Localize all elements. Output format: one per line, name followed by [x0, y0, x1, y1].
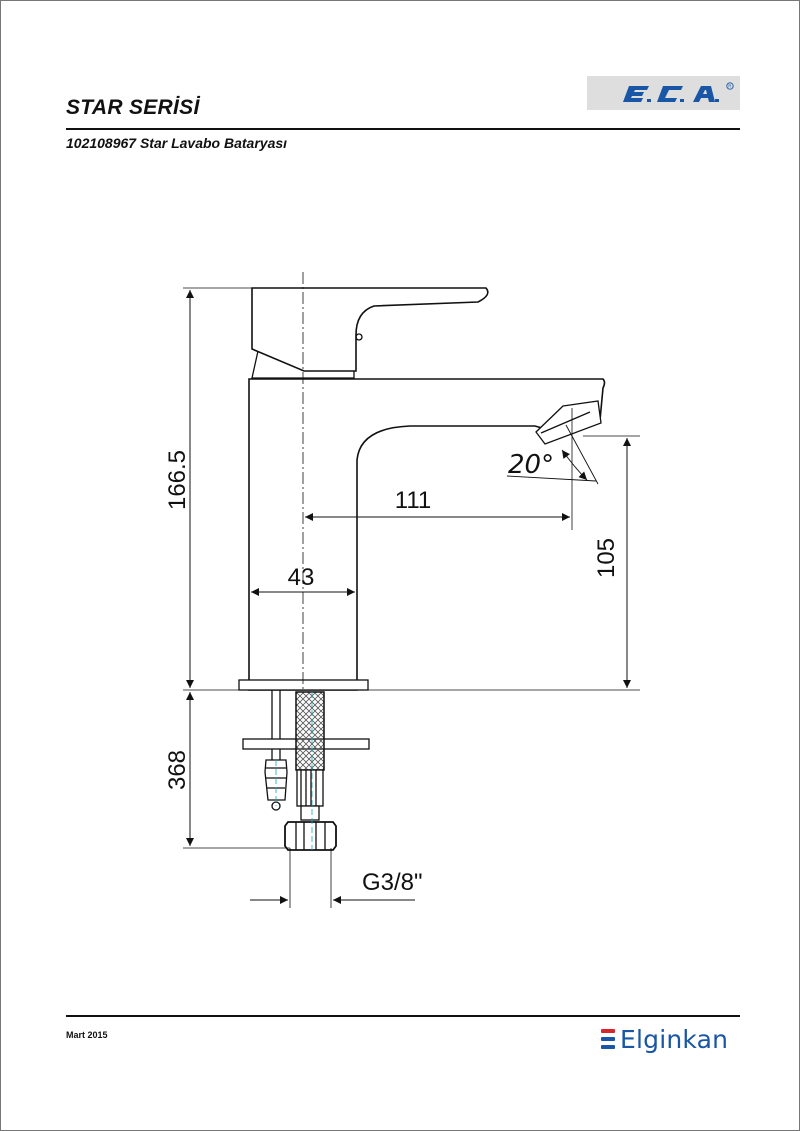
lever-handle: [251, 287, 489, 379]
elginkan-logo: Elginkan: [601, 1022, 728, 1056]
extension-lines: [183, 287, 640, 908]
braided-hose: [284, 691, 337, 851]
height-total-label: 166.5: [164, 450, 191, 510]
spout-angle-label: 20°: [508, 450, 554, 480]
body-width-label: 43: [288, 564, 315, 591]
dimension-lines: [186, 290, 631, 904]
series-title: STAR SERİSİ: [66, 96, 200, 119]
hose-length-label: 368: [164, 750, 191, 790]
svg-text:R: R: [728, 84, 732, 89]
connection-thread-label: G3/8": [362, 869, 423, 896]
base-plate: [238, 679, 369, 691]
eca-logo-mark: R: [623, 82, 734, 102]
elginkan-name: Elginkan: [620, 1024, 729, 1054]
elginkan-mark-icon: [601, 1027, 617, 1051]
faucet-body: [248, 378, 606, 691]
header-divider: [66, 128, 740, 130]
product-title: 102108967 Star Lavabo Bataryası: [66, 135, 288, 151]
elginkan-mark-bar: [601, 1029, 615, 1033]
spout-height-label: 105: [593, 538, 620, 578]
footer-date: Mart 2015: [66, 1030, 108, 1040]
angle-dimension: [506, 424, 599, 485]
eca-logo: R: [587, 76, 740, 110]
elginkan-mark-bar: [601, 1037, 615, 1041]
footer-divider: [66, 1015, 740, 1017]
elginkan-mark-bar: [601, 1045, 615, 1049]
spout-reach-label: 111: [395, 487, 431, 514]
